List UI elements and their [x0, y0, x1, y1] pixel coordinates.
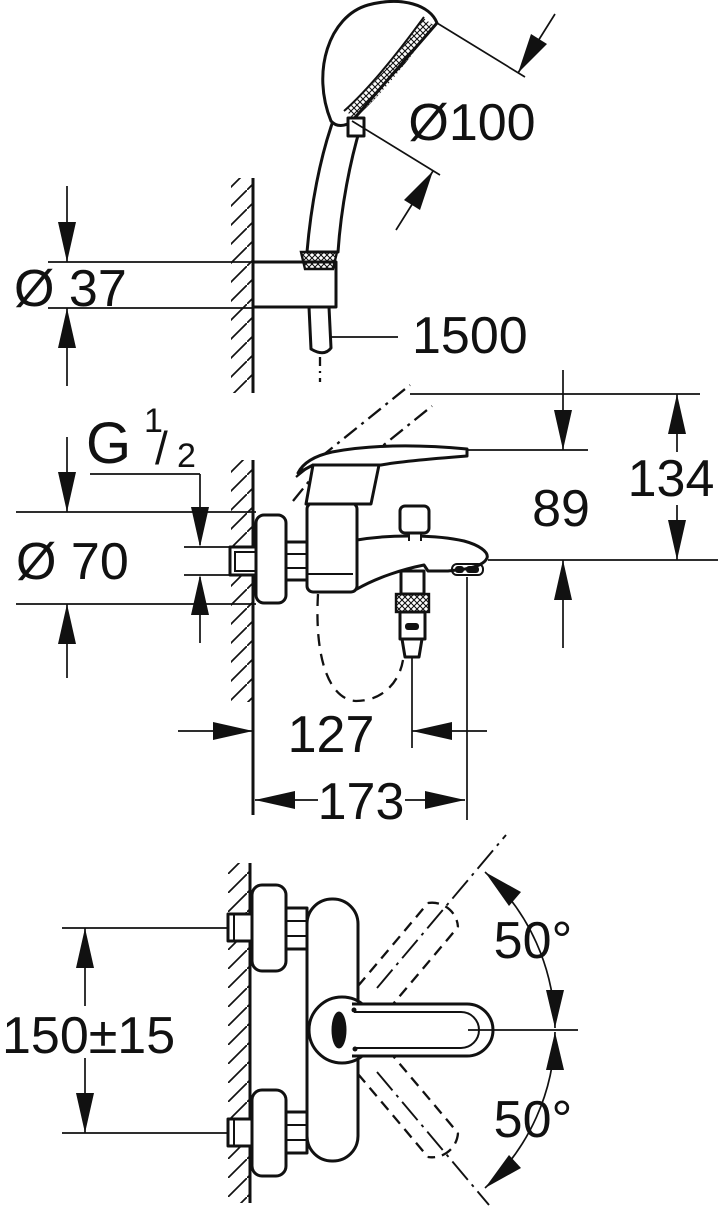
- shower-hose-stub: [307, 305, 333, 355]
- dim-label-inlet-center-distance: 150±15: [2, 1007, 175, 1065]
- lever-handle: [296, 444, 469, 475]
- hose-loop-dashed: [316, 593, 405, 703]
- head-pivot-notch: [346, 116, 366, 138]
- square-fitting-bottom: [226, 1117, 254, 1148]
- hex-union-nut: [284, 540, 309, 582]
- dim-label-swing-up: 50°: [494, 912, 573, 970]
- dim-escutcheon-diameter: Ø 70: [16, 437, 256, 678]
- dim-swing-angles: 50° 50°: [484, 871, 573, 1189]
- view-mixer-side: G 1 / 2 Ø 70 89 134: [16, 370, 718, 831]
- escutcheon-bottom: [250, 1088, 288, 1178]
- wall-hatching: [231, 178, 253, 393]
- aerator-outline: [451, 563, 484, 576]
- view-hand-shower: Ø 37 Ø100 1500: [14, 0, 556, 393]
- aerator-bar: [466, 566, 479, 573]
- dim-label-thread-slash: /: [155, 422, 168, 474]
- dim-holder-diameter: Ø 37: [14, 186, 253, 386]
- shower-handle: [305, 119, 364, 254]
- lever-swing-axis-lines: [376, 834, 507, 1206]
- dim-inlet-center-distance: 150±15: [2, 927, 228, 1134]
- spray-face-nozzles: [346, 18, 434, 120]
- diverter-knob: [398, 504, 431, 535]
- dim-head-diameter: Ø100: [351, 13, 556, 231]
- lever-front-fill: [352, 1004, 493, 1056]
- hex-nut-bottom-facets: [286, 1124, 307, 1141]
- diverter-stem-fill: [409, 533, 421, 541]
- hub-dot-top: [351, 1007, 357, 1013]
- handle-knurled-nut: [299, 250, 339, 271]
- dim-heights: 89 134: [410, 370, 718, 648]
- hex-nut-facets: [286, 553, 307, 569]
- dim-label-thread-g: G: [86, 411, 131, 476]
- hex-nut-top-facets: [286, 920, 307, 937]
- dim-label-lever-open-height: 134: [628, 450, 715, 508]
- aerator-dot: [455, 566, 464, 573]
- dim-label-thread-den: 2: [177, 437, 196, 475]
- hex-nut-top: [284, 906, 309, 951]
- hub-logo-lens: [331, 1011, 347, 1049]
- dim-label-escutcheon-diameter: Ø 70: [16, 533, 129, 591]
- hex-nut-bottom: [284, 1110, 309, 1155]
- escutcheon: [254, 513, 288, 605]
- hub-dot-bottom: [352, 1046, 358, 1052]
- escutcheon-top: [250, 883, 288, 973]
- shower-head: [321, 0, 439, 127]
- dim-label-shower-outlet-depth: 127: [288, 706, 375, 764]
- shower-outlet-tube: [400, 637, 424, 659]
- spray-face-inner-line: [343, 16, 425, 112]
- view-mixer-front: 150±15 50° 50°: [2, 834, 578, 1206]
- dim-label-thread-num: 1: [144, 402, 163, 440]
- dim-label-hose-length: 1500: [412, 307, 528, 365]
- wall-hatching: [231, 460, 253, 702]
- dim-thread-size: G 1 / 2: [86, 402, 230, 643]
- mixer-body: [305, 501, 359, 594]
- lever-rotated-down-dashed: [357, 1049, 460, 1159]
- square-fitting-top: [226, 912, 254, 943]
- dim-label-swing-down: 50°: [494, 1091, 573, 1149]
- dim-label-spout-depth: 173: [318, 773, 405, 831]
- shower-outlet-connector: [399, 569, 426, 596]
- dim-label-head-diameter: Ø100: [408, 94, 535, 152]
- lever-rotated-up-dashed: [357, 901, 460, 1011]
- dim-label-holder-diameter: Ø 37: [14, 260, 127, 318]
- dim-hose-length: 1500: [331, 307, 528, 365]
- lever-base-cap: [304, 463, 381, 506]
- dim-depths: 127 173: [178, 577, 487, 831]
- shower-outlet-knurl: [394, 592, 431, 614]
- dim-label-lever-height: 89: [532, 480, 590, 538]
- shower-outlet-slot: [405, 623, 419, 630]
